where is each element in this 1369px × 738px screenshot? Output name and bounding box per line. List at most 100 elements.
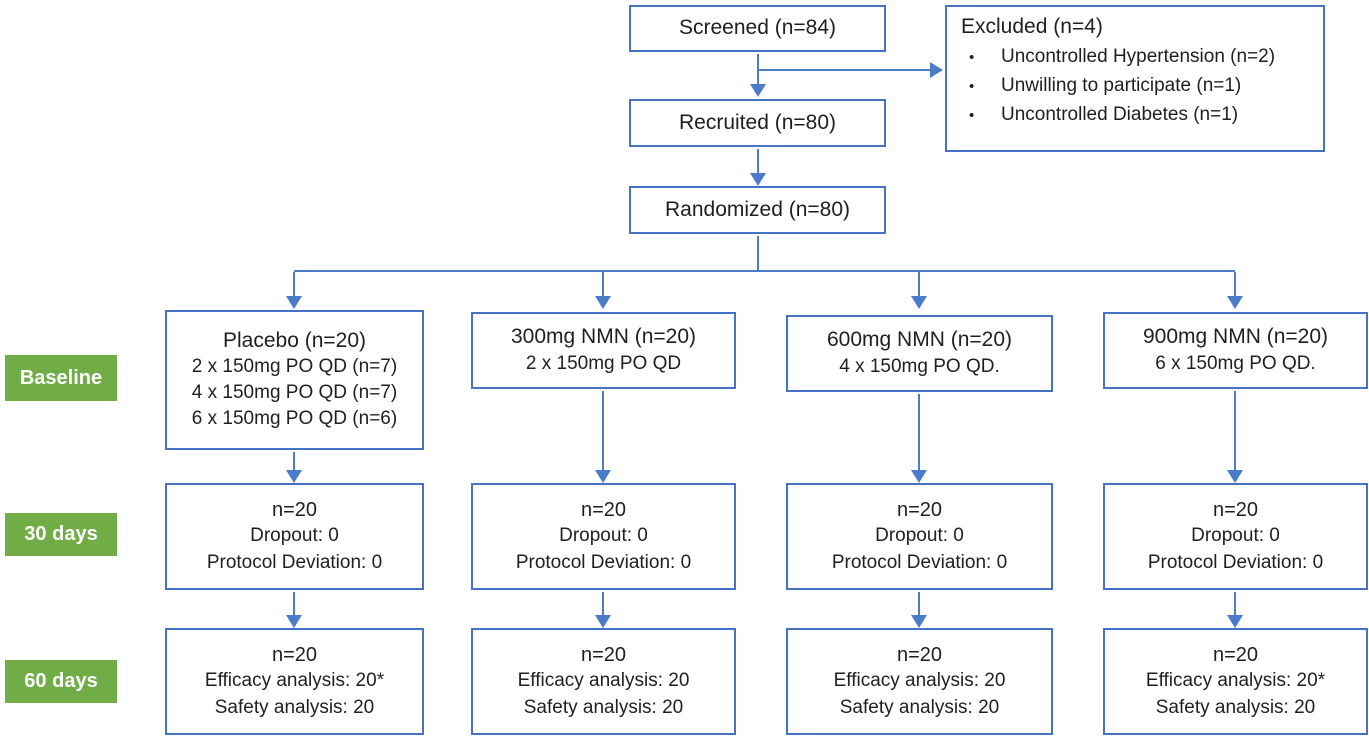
- connector-day30-day60-arm4: [1234, 592, 1236, 616]
- day30-dropout: Dropout: 0: [1191, 525, 1280, 547]
- arm-dose-line: 4 x 150mg PO QD.: [839, 355, 1000, 377]
- arrowhead-down-icon: [911, 296, 927, 309]
- day30-dropout: Dropout: 0: [250, 525, 339, 547]
- day60-n: n=20: [1212, 644, 1259, 667]
- arm-title: 600mg NMN (n=20): [827, 328, 1012, 352]
- day60-efficacy: Efficacy analysis: 20*: [1145, 670, 1326, 692]
- excluded-reason-text: Unwilling to participate (n=1): [1001, 75, 1242, 96]
- day30-protocol-deviation: Protocol Deviation: 0: [1147, 551, 1324, 573]
- excluded-title: Excluded (n=4): [961, 15, 1103, 38]
- bullet-dot-icon: •: [969, 49, 975, 66]
- stage-label-baseline: Baseline: [5, 355, 117, 401]
- box-excluded: Excluded (n=4) • Uncontrolled Hypertensi…: [945, 5, 1325, 152]
- arm-dose-line: 6 x 150mg PO QD (n=6): [191, 408, 398, 430]
- connector-arm2-day30: [602, 391, 604, 471]
- box-screened: Screened (n=84): [629, 5, 886, 52]
- box-day30-placebo: n=20 Dropout: 0 Protocol Deviation: 0: [165, 483, 424, 590]
- connector-arm3-drop: [918, 272, 920, 297]
- day30-n: n=20: [1212, 499, 1259, 522]
- connector-arm4-day30: [1234, 391, 1236, 471]
- screened-label: Screened (n=84): [678, 16, 837, 40]
- day60-safety: Safety analysis: 20: [523, 696, 684, 718]
- arrowhead-down-icon: [1227, 615, 1243, 628]
- excluded-reason-item: • Uncontrolled Hypertension (n=2): [961, 46, 1313, 68]
- day60-safety: Safety analysis: 20: [214, 696, 375, 718]
- day60-n: n=20: [271, 644, 318, 667]
- day30-protocol-deviation: Protocol Deviation: 0: [206, 551, 383, 573]
- connector-arm3-day30: [918, 394, 920, 471]
- stage-label-30days: 30 days: [5, 513, 117, 556]
- arrowhead-down-icon: [911, 470, 927, 483]
- excluded-reason-item: • Unwilling to participate (n=1): [961, 75, 1313, 97]
- day60-efficacy: Efficacy analysis: 20: [517, 670, 690, 692]
- recruited-label: Recruited (n=80): [679, 110, 836, 134]
- arrowhead-down-icon: [1227, 296, 1243, 309]
- day60-efficacy: Efficacy analysis: 20*: [204, 670, 385, 692]
- stage-label-text: Baseline: [19, 366, 103, 389]
- arm-title: 300mg NMN (n=20): [511, 325, 696, 349]
- day60-safety: Safety analysis: 20: [1155, 696, 1316, 718]
- arm-dose-line: 2 x 150mg PO QD: [525, 352, 682, 374]
- arrowhead-down-icon: [750, 84, 766, 97]
- connector-distribution: [294, 270, 1235, 272]
- day60-efficacy: Efficacy analysis: 20: [833, 670, 1006, 692]
- connector-randomized-stem: [757, 236, 759, 272]
- arrowhead-down-icon: [911, 615, 927, 628]
- day30-protocol-deviation: Protocol Deviation: 0: [515, 551, 692, 573]
- day30-n: n=20: [896, 499, 943, 522]
- day30-n: n=20: [580, 499, 627, 522]
- arrowhead-down-icon: [286, 470, 302, 483]
- box-day60-placebo: n=20 Efficacy analysis: 20* Safety analy…: [165, 628, 424, 735]
- box-recruited: Recruited (n=80): [629, 99, 886, 147]
- box-arm-900mg: 900mg NMN (n=20) 6 x 150mg PO QD.: [1103, 312, 1368, 389]
- bullet-dot-icon: •: [969, 78, 975, 95]
- connector-arm1-day30: [293, 452, 295, 471]
- connector-arm1-drop: [293, 272, 295, 297]
- box-arm-600mg: 600mg NMN (n=20) 4 x 150mg PO QD.: [786, 315, 1053, 392]
- stage-label-text: 30 days: [24, 523, 98, 545]
- box-day60-600mg: n=20 Efficacy analysis: 20 Safety analys…: [786, 628, 1053, 735]
- arrowhead-down-icon: [750, 173, 766, 186]
- day60-n: n=20: [580, 644, 627, 667]
- connector-day30-day60-arm1: [293, 592, 295, 616]
- day60-n: n=20: [896, 644, 943, 667]
- arrowhead-down-icon: [1227, 470, 1243, 483]
- connector-recruited-randomized: [757, 149, 759, 174]
- arrowhead-down-icon: [595, 615, 611, 628]
- arrowhead-down-icon: [286, 615, 302, 628]
- day30-dropout: Dropout: 0: [875, 525, 964, 547]
- randomized-label: Randomized (n=80): [664, 197, 851, 221]
- excluded-reason-text: Uncontrolled Diabetes (n=1): [1001, 104, 1239, 125]
- stage-label-60days: 60 days: [5, 660, 117, 703]
- bullet-dot-icon: •: [969, 107, 975, 124]
- box-day30-600mg: n=20 Dropout: 0 Protocol Deviation: 0: [786, 483, 1053, 590]
- connector-day30-day60-arm3: [918, 592, 920, 616]
- box-arm-300mg: 300mg NMN (n=20) 2 x 150mg PO QD: [471, 312, 736, 389]
- box-day60-900mg: n=20 Efficacy analysis: 20* Safety analy…: [1103, 628, 1368, 735]
- arrowhead-right-icon: [930, 62, 943, 78]
- box-arm-placebo: Placebo (n=20) 2 x 150mg PO QD (n=7) 4 x…: [165, 310, 424, 450]
- arm-dose-line: 4 x 150mg PO QD (n=7): [191, 382, 398, 404]
- box-day30-900mg: n=20 Dropout: 0 Protocol Deviation: 0: [1103, 483, 1368, 590]
- arm-dose-line: 2 x 150mg PO QD (n=7): [191, 355, 398, 377]
- box-day60-300mg: n=20 Efficacy analysis: 20 Safety analys…: [471, 628, 736, 735]
- stage-label-text: 60 days: [24, 670, 98, 692]
- box-randomized: Randomized (n=80): [629, 186, 886, 234]
- connector-day30-day60-arm2: [602, 592, 604, 616]
- connector-screened-excluded: [758, 69, 931, 71]
- connector-arm2-drop: [602, 272, 604, 297]
- day60-safety: Safety analysis: 20: [839, 696, 1000, 718]
- connector-arm4-drop: [1234, 272, 1236, 297]
- box-day30-300mg: n=20 Dropout: 0 Protocol Deviation: 0: [471, 483, 736, 590]
- arrowhead-down-icon: [595, 470, 611, 483]
- excluded-reason-text: Uncontrolled Hypertension (n=2): [1001, 46, 1276, 67]
- day30-dropout: Dropout: 0: [559, 525, 648, 547]
- excluded-reason-item: • Uncontrolled Diabetes (n=1): [961, 104, 1313, 126]
- day30-n: n=20: [271, 499, 318, 522]
- arm-dose-line: 6 x 150mg PO QD.: [1155, 352, 1316, 374]
- arrowhead-down-icon: [595, 296, 611, 309]
- arm-title: 900mg NMN (n=20): [1143, 325, 1328, 349]
- day30-protocol-deviation: Protocol Deviation: 0: [831, 551, 1008, 573]
- arm-title: Placebo (n=20): [222, 328, 366, 352]
